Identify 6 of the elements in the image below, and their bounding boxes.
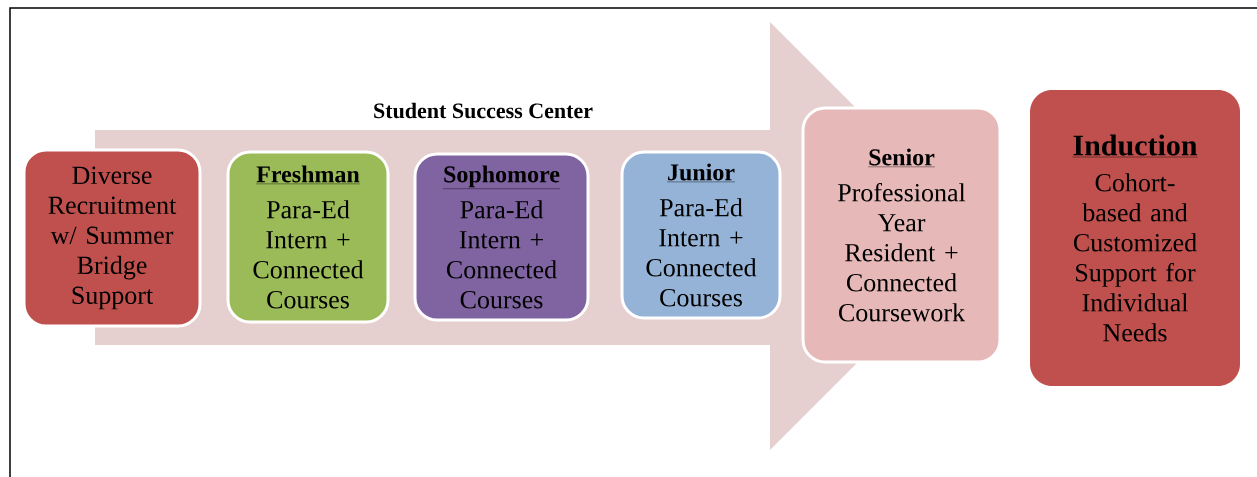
stage-box: Senior Professional Year Resident + Connected Coursework xyxy=(801,106,1002,364)
recruitment-box: Diverse Recruitment w/ Summer Bridge Support xyxy=(22,148,202,328)
stage-box: Freshman Para-Ed Intern + Connected Courses xyxy=(226,150,390,324)
stage-box: Sophomore Para-Ed Intern + Connected Courses xyxy=(413,152,590,322)
stage-box: Junior Para-Ed Intern + Connected Courses xyxy=(620,150,782,320)
induction-box: Induction Cohort-based and Customized Support for Individual Needs xyxy=(1030,90,1240,386)
